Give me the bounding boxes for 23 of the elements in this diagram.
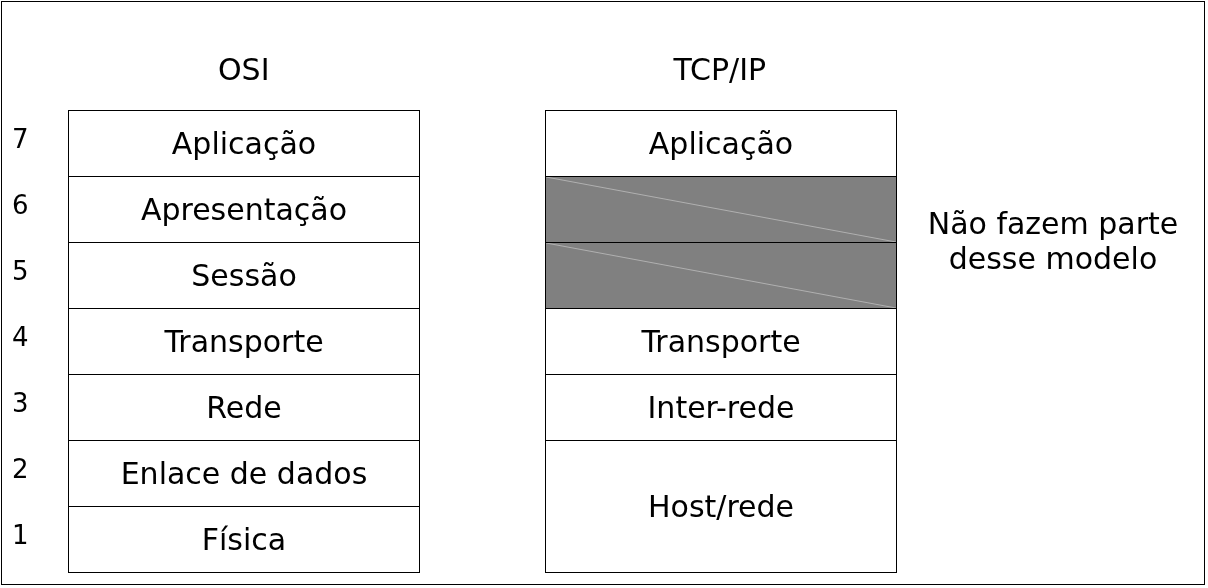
column-heading: TCP/IP [673,52,767,87]
layer-box: Inter-rede [545,374,897,441]
layer-number: 3 [12,388,29,418]
layer-number: 7 [12,124,29,154]
layer-number: 5 [12,256,29,286]
layer-box: Apresentação [68,176,420,243]
layer-box: Rede [68,374,420,441]
layer-box: Física [68,506,420,573]
layer-number: 2 [12,454,29,484]
shaded-layer-box [545,242,897,309]
column-heading: OSI [218,52,270,87]
layer-number: 1 [12,520,29,550]
layer-box: Sessão [68,242,420,309]
layer-box: Enlace de dados [68,440,420,507]
layer-box: Aplicação [545,110,897,177]
layer-box: Transporte [68,308,420,375]
layer-box: Aplicação [68,110,420,177]
note: Não fazem parte desse modelo [926,206,1180,276]
layer-box: Host/rede [545,440,897,573]
layer-number: 4 [12,322,29,352]
layer-box: Transporte [545,308,897,375]
layer-number: 6 [12,190,29,220]
shaded-layer-box [545,176,897,243]
